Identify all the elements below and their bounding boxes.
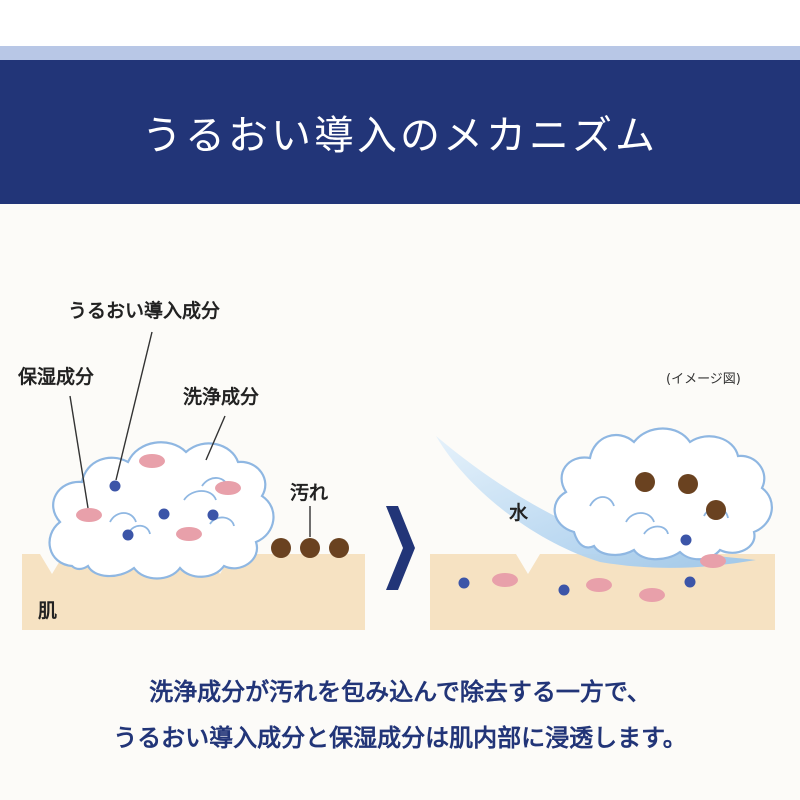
dirt-dot <box>329 538 349 558</box>
humectant-dot <box>586 578 612 592</box>
humectant-dot <box>176 527 202 541</box>
leader-humectant <box>69 395 89 509</box>
light-blue-band <box>0 46 800 60</box>
moisture-dot <box>680 534 692 546</box>
moisture-dot <box>158 508 170 520</box>
leader-moisture <box>115 331 153 481</box>
humectant-dot <box>215 481 241 495</box>
label-dirt: 汚れ <box>290 482 329 504</box>
label-cleansing: 洗浄成分 <box>183 386 260 408</box>
foam-right <box>553 427 773 561</box>
left-panel <box>22 331 365 630</box>
moisture-dot <box>122 529 134 541</box>
moisture-dot <box>558 584 570 596</box>
diagram-canvas <box>22 331 775 630</box>
humectant-dot <box>76 508 102 522</box>
caption-line-1: 洗浄成分が汚れを包み込んで除去する一方で、 <box>149 678 651 706</box>
dirt-dot <box>635 472 655 492</box>
moisture-dot <box>109 480 121 492</box>
page-title: うるおい導入のメカニズム <box>142 113 658 159</box>
arrow-right-icon <box>386 506 415 590</box>
caption-line-2: うるおい導入成分と保湿成分は肌内部に浸透します。 <box>113 724 687 752</box>
header-banner: うるおい導入のメカニズム <box>0 60 800 204</box>
dirt-dot <box>706 500 726 520</box>
moisture-dot <box>458 577 470 589</box>
right-panel <box>430 427 775 630</box>
dirt-dot <box>678 474 698 494</box>
label-skin: 肌 <box>38 600 58 622</box>
label-humectant: 保湿成分 <box>18 366 95 388</box>
humectant-dot <box>492 573 518 587</box>
moisture-dot <box>207 509 219 521</box>
moisture-dot <box>684 576 696 588</box>
leader-cleansing <box>205 415 226 461</box>
humectant-dot <box>700 554 726 568</box>
skin-right <box>430 554 775 630</box>
humectant-dot <box>139 454 165 468</box>
label-moisture-ingredient: うるおい導入成分 <box>68 300 221 322</box>
dirt-dot <box>271 538 291 558</box>
label-water: 水 <box>509 502 529 524</box>
image-note: (イメージ図) <box>666 372 741 387</box>
top-white-stripe <box>0 0 800 46</box>
humectant-dot <box>639 588 665 602</box>
mechanism-diagram: うるおい導入成分 保湿成分 洗浄成分 汚れ 肌 水 (イメージ図) <box>0 204 800 654</box>
dirt-dot <box>300 538 320 558</box>
